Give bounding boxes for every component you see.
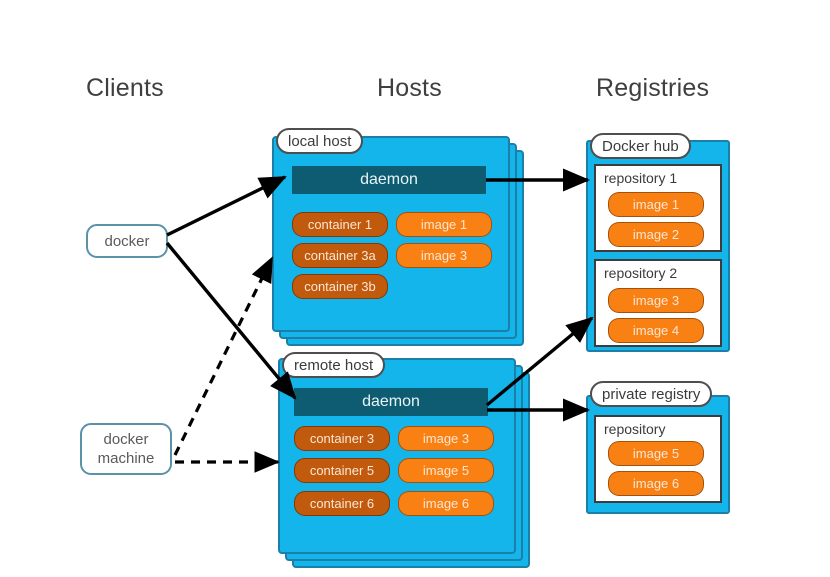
- hub-repo2-image-3-label: image 3: [632, 293, 680, 308]
- hub-repo1-image-2: image 2: [608, 222, 704, 247]
- local-image-3-label: image 3: [420, 248, 468, 263]
- local-container-3b: container 3b: [292, 274, 388, 299]
- repository-2-title: repository 2: [604, 265, 678, 281]
- daemon-local: daemon: [292, 166, 486, 194]
- daemon-local-label: daemon: [360, 171, 418, 188]
- remote-container-6: container 6: [294, 491, 390, 516]
- client-docker[interactable]: docker: [86, 224, 168, 258]
- registry-label-private: private registry: [590, 381, 713, 407]
- remote-image-5-label: image 5: [422, 463, 470, 478]
- column-title-hosts: Hosts: [377, 74, 442, 102]
- remote-container-5: container 5: [294, 458, 390, 483]
- host-label-remote-text: remote host: [294, 356, 374, 374]
- remote-container-3: container 3: [294, 426, 390, 451]
- registry-label-docker-hub-text: Docker hub: [602, 137, 679, 155]
- local-container-3b-label: container 3b: [304, 279, 376, 294]
- private-repo-image-6: image 6: [608, 471, 704, 496]
- remote-image-3: image 3: [398, 426, 494, 451]
- arrow-docker-machine-to-local-host: [173, 256, 274, 456]
- daemon-remote-label: daemon: [362, 393, 420, 410]
- column-title-registries: Registries: [596, 74, 710, 102]
- remote-image-5: image 5: [398, 458, 494, 483]
- host-label-local: local host: [276, 128, 364, 154]
- private-repo-image-5-label: image 5: [632, 446, 680, 461]
- client-docker-machine-label-line2: machine: [97, 450, 155, 467]
- remote-container-6-label: container 6: [309, 496, 375, 511]
- hub-repo1-image-1: image 1: [608, 192, 704, 217]
- registry-label-docker-hub: Docker hub: [590, 133, 691, 159]
- hub-repo1-image-1-label: image 1: [632, 197, 680, 212]
- client-docker-machine-label-line1: docker: [103, 431, 149, 448]
- host-label-remote: remote host: [282, 352, 386, 378]
- local-image-1: image 1: [396, 212, 492, 237]
- remote-container-5-label: container 5: [309, 463, 375, 478]
- local-container-1: container 1: [292, 212, 388, 237]
- local-container-3a: container 3a: [292, 243, 388, 268]
- hub-repo2-image-4-label: image 4: [632, 323, 680, 338]
- arrow-docker-to-local-daemon: [166, 175, 287, 237]
- hub-repo2-image-3: image 3: [608, 288, 704, 313]
- client-docker-machine[interactable]: docker machine: [80, 423, 172, 475]
- remote-image-6: image 6: [398, 491, 494, 516]
- hub-repo1-image-2-label: image 2: [632, 227, 680, 242]
- local-container-3a-label: container 3a: [304, 248, 376, 263]
- private-repo-image-5: image 5: [608, 441, 704, 466]
- host-label-local-text: local host: [288, 132, 352, 150]
- client-docker-label: docker: [104, 232, 150, 250]
- remote-container-3-label: container 3: [309, 431, 375, 446]
- hub-repo2-image-4: image 4: [608, 318, 704, 343]
- daemon-remote: daemon: [294, 388, 488, 416]
- private-repo-image-6-label: image 6: [632, 476, 680, 491]
- local-container-1-label: container 1: [307, 217, 373, 232]
- private-repository-title: repository: [604, 421, 666, 437]
- local-image-1-label: image 1: [420, 217, 468, 232]
- column-title-clients: Clients: [86, 74, 164, 102]
- local-image-3: image 3: [396, 243, 492, 268]
- remote-image-3-label: image 3: [422, 431, 470, 446]
- remote-image-6-label: image 6: [422, 496, 470, 511]
- repository-1-title: repository 1: [604, 170, 678, 186]
- registry-label-private-text: private registry: [602, 385, 701, 403]
